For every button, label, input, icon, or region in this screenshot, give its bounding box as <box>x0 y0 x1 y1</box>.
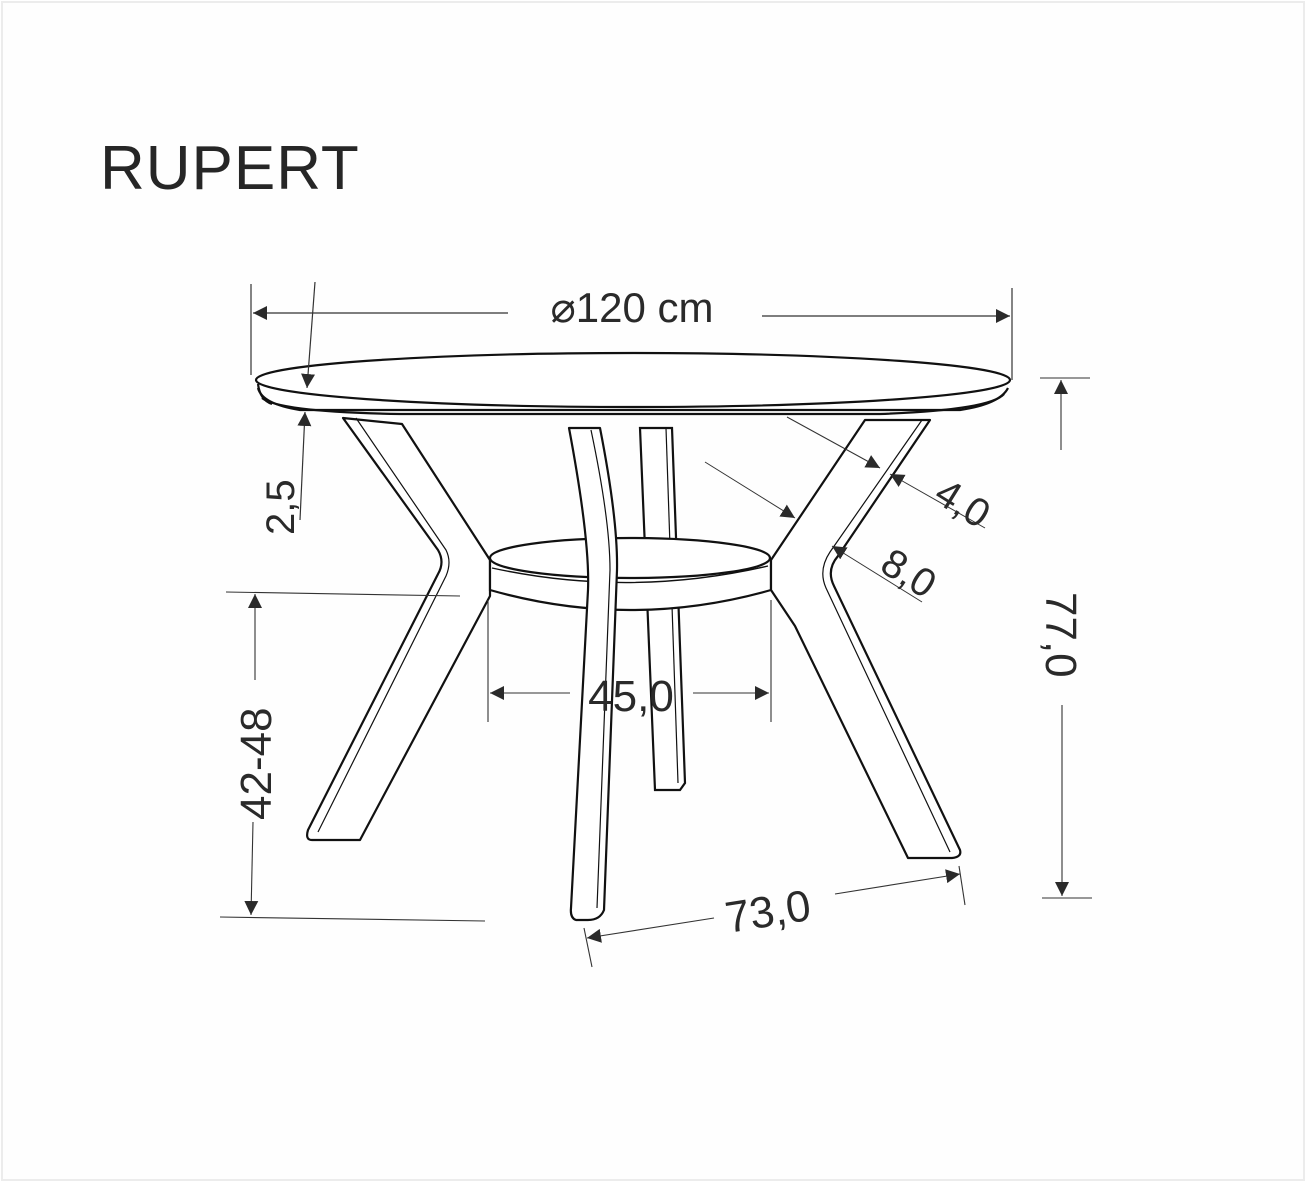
label-top-thickness: 2,5 <box>259 479 303 535</box>
label-shelf-diameter: 45,0 <box>588 672 674 721</box>
dimension-leg-width <box>704 461 923 603</box>
left-leg <box>306 416 492 842</box>
right-leg <box>769 418 962 860</box>
label-leg-span: 73,0 <box>722 881 814 943</box>
dimension-total-height <box>1040 377 1092 899</box>
lower-shelf <box>488 536 773 612</box>
table-top <box>254 351 1012 416</box>
label-top-diameter: ⌀120 cm <box>550 284 713 331</box>
dimension-leg-thickness <box>786 416 986 529</box>
product-title: RUPERT <box>100 134 360 203</box>
front-leg <box>567 426 619 922</box>
label-leg-thickness: 4,0 <box>927 470 997 537</box>
dimension-shelf-diameter <box>487 600 772 722</box>
label-total-height: 77,0 <box>1036 592 1085 678</box>
label-shelf-height: 42-48 <box>232 707 281 820</box>
dimension-top-diameter <box>250 284 1013 380</box>
dimension-top-thickness <box>297 281 316 521</box>
label-leg-width: 8,0 <box>873 540 943 607</box>
dimension-leg-span <box>583 865 966 968</box>
dimension-shelf-height <box>219 591 486 922</box>
